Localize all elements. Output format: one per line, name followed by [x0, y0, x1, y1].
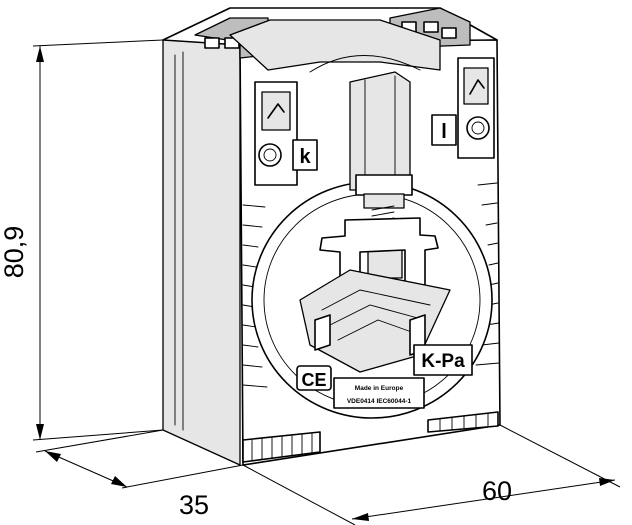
mounting-feet	[242, 411, 499, 463]
dimension-depth-label: 35	[179, 490, 209, 520]
terminal-k: k	[254, 81, 318, 186]
dimension-width-label: 60	[482, 476, 512, 506]
busbar-clamp	[299, 217, 451, 373]
brand-logo: K-Pa	[413, 344, 473, 376]
rating-label: Made in Europe VDE0414 IEC60044-1	[333, 377, 425, 409]
ce-mark-text: CE	[301, 370, 326, 390]
terminal-l-label: l	[441, 121, 447, 143]
dimension-height: 80,9	[0, 39, 164, 441]
brand-logo-text: K-Pa	[421, 351, 465, 372]
clamping-screw	[349, 71, 413, 279]
side-ribs	[174, 51, 184, 431]
dimension-height-label: 80,9	[0, 226, 29, 279]
standard-text: VDE0414 IEC60044-1	[347, 398, 412, 405]
made-in-text: Made in Europe	[355, 385, 404, 392]
terminal-k-label: k	[299, 146, 311, 168]
dimension-depth: 35	[35, 429, 244, 520]
terminal-l: l	[431, 57, 495, 159]
dimension-width: 60	[242, 424, 621, 525]
ce-mark: CE	[296, 365, 332, 391]
top-terminals	[194, 7, 471, 73]
front-ribs	[242, 182, 500, 388]
